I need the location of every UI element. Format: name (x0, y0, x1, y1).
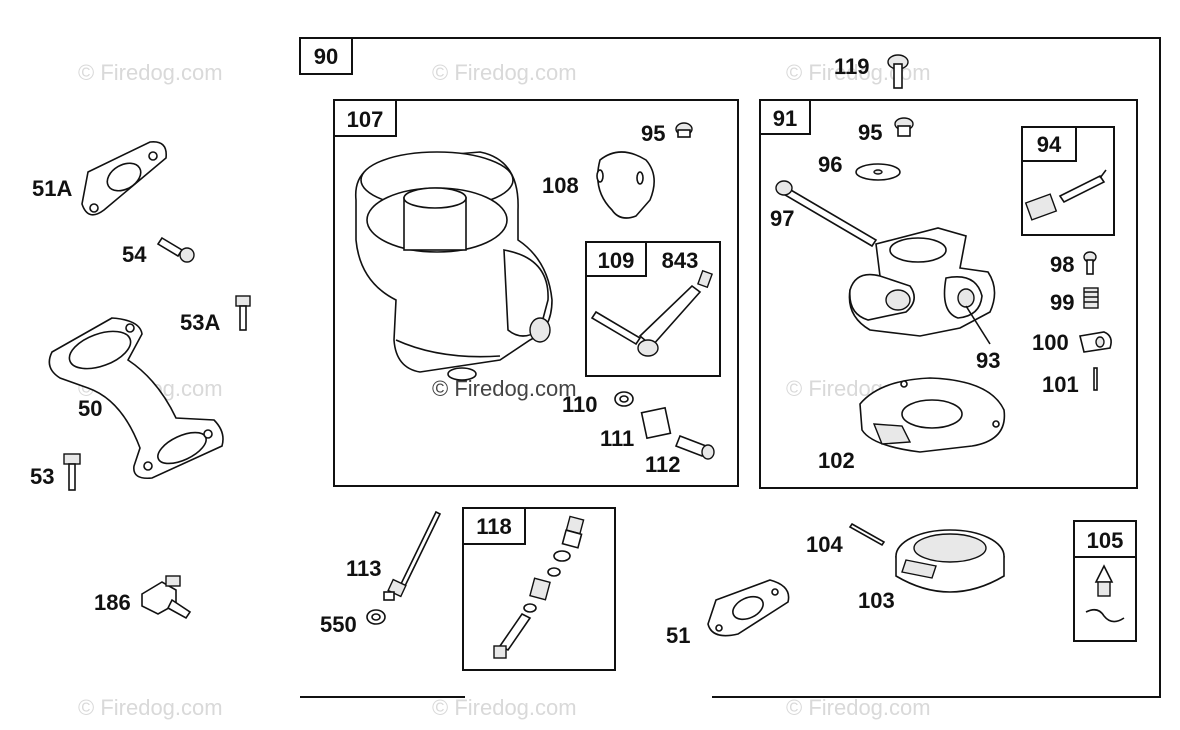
box-105: 105 (1073, 520, 1137, 642)
box-109-label: 109 (598, 248, 635, 273)
label-104: 104 (806, 532, 843, 557)
watermark: © Firedog.com (432, 60, 577, 85)
rod-113-part (383, 510, 442, 601)
label-110: 110 (562, 392, 598, 417)
screw-112-part (674, 434, 715, 460)
oring-550-part (366, 609, 386, 625)
box-91-label: 91 (773, 106, 797, 131)
label-186: 186 (94, 590, 131, 615)
label-95a: 95 (641, 121, 665, 146)
needle-105-part (1085, 564, 1125, 623)
choke-shaft-97-part (775, 180, 878, 248)
washer-110-part (614, 391, 634, 407)
box-91: 91 (759, 99, 1138, 489)
label-101: 101 (1042, 372, 1079, 397)
diaphragm-108-part (596, 151, 655, 219)
spring-99-part (1083, 287, 1099, 309)
bolt-53-part (63, 453, 81, 491)
screw-95a-part (675, 122, 693, 138)
label-95b: 95 (858, 120, 882, 145)
label-99: 99 (1050, 290, 1074, 315)
label-53: 53 (30, 464, 54, 489)
label-51a: 51A (32, 176, 72, 201)
box-843-label: 843 (662, 248, 699, 273)
label-550: 550 (320, 612, 357, 637)
clip-100-part (1079, 331, 1112, 353)
screw-95b-part (894, 117, 914, 137)
intake-elbow-50-part (48, 317, 224, 480)
label-54: 54 (122, 242, 147, 267)
watermarks: © Firedog.com © Firedog.com © Firedog.co… (78, 60, 931, 720)
label-100: 100 (1032, 330, 1069, 355)
pin-104-part (848, 522, 886, 547)
box-90: 90 (299, 37, 1161, 698)
gasket-51-part (707, 579, 790, 637)
watermark: © Firedog.com (432, 695, 577, 720)
label-113: 113 (346, 556, 382, 581)
carburetor-body-part (355, 151, 553, 381)
box-94: 94 (1021, 126, 1115, 236)
box-94-label: 94 (1037, 132, 1062, 157)
box-118-label: 118 (476, 514, 512, 539)
box-90-label: 90 (314, 44, 338, 69)
gasket-102-part (859, 377, 1006, 453)
carburetor-upper-part (848, 227, 996, 345)
box-118: 118 (462, 507, 616, 671)
watermark: © Firedog.com (78, 695, 223, 720)
label-102: 102 (818, 448, 855, 473)
pin-101-part (1093, 367, 1098, 391)
bolt-54-part (156, 236, 195, 263)
throttle-shaft-part (590, 269, 713, 357)
label-93: 93 (976, 348, 1000, 373)
label-53a: 53A (180, 310, 220, 335)
label-103: 103 (858, 588, 895, 613)
label-51: 51 (666, 623, 690, 648)
screw-119-part (887, 54, 909, 89)
label-119: 119 (834, 54, 870, 79)
label-97: 97 (770, 206, 794, 231)
screw-98-part (1083, 251, 1097, 275)
box-107: 107 (333, 99, 739, 487)
label-111: 111 (600, 426, 634, 451)
watermark-center: © Firedog.com (432, 376, 577, 401)
spring-111-part (640, 406, 672, 440)
box-109: 109 843 (585, 241, 721, 377)
label-96: 96 (818, 152, 842, 177)
label-112: 112 (645, 452, 681, 477)
fitting-186-part (141, 575, 192, 620)
watermark: © Firedog.com (786, 695, 931, 720)
box-107-label: 107 (347, 107, 384, 132)
label-108: 108 (542, 173, 579, 198)
label-98: 98 (1050, 252, 1074, 277)
jet-assembly-118-part (493, 515, 585, 659)
bolt-53a-part (235, 295, 251, 331)
box-105-label: 105 (1087, 528, 1124, 553)
gasket-51a-part (81, 141, 167, 216)
needle-94-part (1024, 169, 1107, 221)
watermark: © Firedog.com (78, 60, 223, 85)
label-50: 50 (78, 396, 102, 421)
float-103-part (895, 529, 1005, 593)
washer-96-part (855, 163, 901, 181)
